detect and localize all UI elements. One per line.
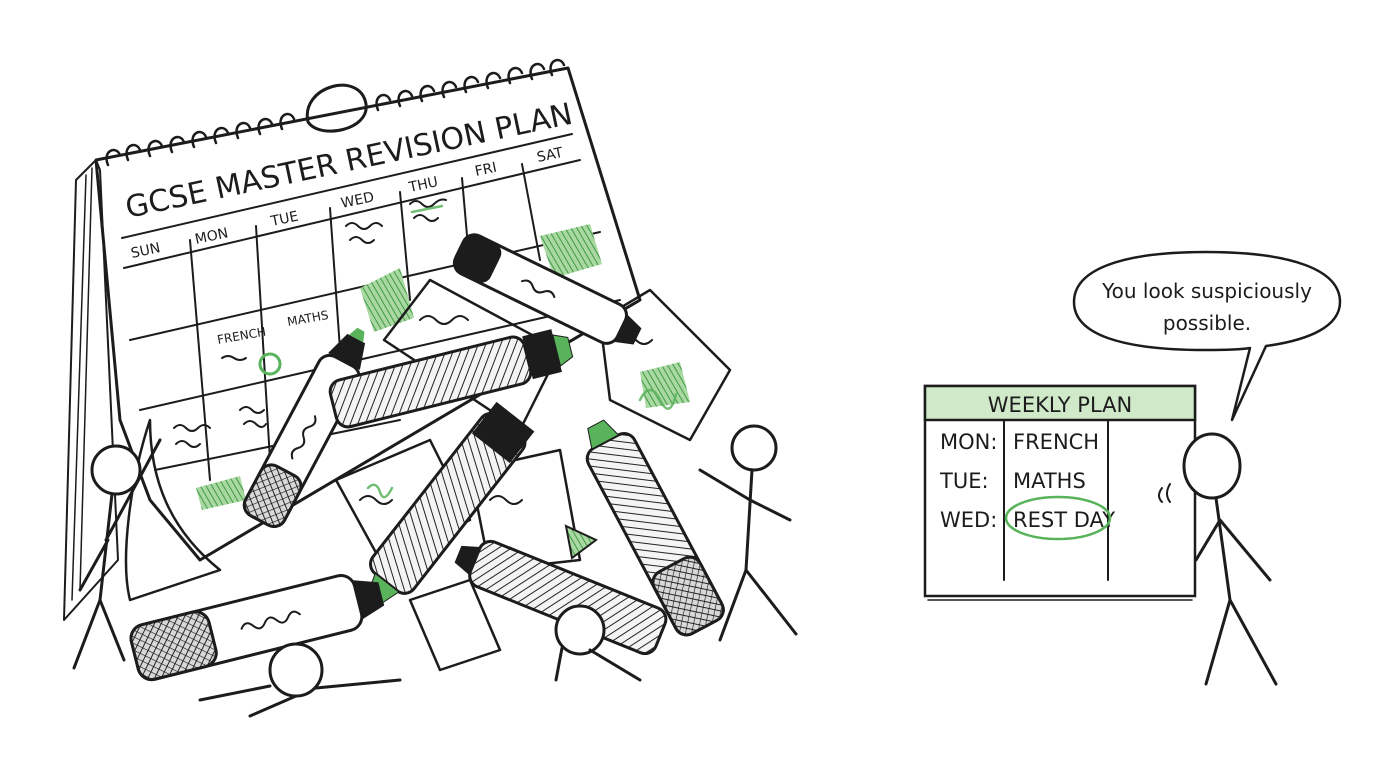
speech-bubble: You look suspiciously possible. (1072, 250, 1342, 422)
row-subject: REST DAY (1013, 508, 1115, 532)
revision-pile (129, 233, 732, 682)
row-subject: FRENCH (1013, 430, 1099, 454)
loose-paper (408, 578, 502, 672)
weekly-plan-title: WEEKLY PLAN (988, 393, 1132, 417)
loose-paper (334, 438, 472, 562)
entry-maths: MATHS (286, 308, 329, 329)
stick-figure (554, 604, 642, 682)
row-day: TUE: (939, 469, 989, 493)
stick-figure-speaker (1158, 432, 1278, 686)
row-day: WED: (940, 508, 997, 532)
speech-line-1: You look suspiciously (1101, 279, 1312, 303)
loose-paper (598, 288, 732, 442)
weekly-plan-row: MON: FRENCH (940, 430, 1099, 454)
hanger-loop (305, 83, 368, 133)
marker (452, 233, 642, 345)
calendar-day-header: SUN MON TUE WED THU FRI SAT (130, 145, 565, 262)
weekly-plan-row: TUE: MATHS (939, 469, 1086, 493)
green-paper-corner (564, 524, 598, 560)
stick-figure (72, 438, 162, 670)
green-highlight-marks (196, 204, 690, 510)
marker (585, 419, 725, 637)
marker (129, 573, 385, 682)
day-label-fri: FRI (474, 160, 499, 180)
marker (328, 329, 574, 429)
green-check-circle (258, 352, 282, 376)
day-label-sat: SAT (536, 145, 565, 166)
calendar-scribbles (173, 198, 447, 448)
weekly-plan-board: WEEKLY PLAN MON: FRENCH TUE: MATHS WED: … (923, 384, 1197, 601)
spiral-binding (105, 58, 566, 167)
weekly-plan-row: WED: REST DAY (940, 508, 1115, 532)
entry-french: FRENCH (216, 325, 267, 347)
day-label-tue: TUE (269, 209, 300, 231)
row-subject: MATHS (1013, 469, 1086, 493)
rest-day-circle (1004, 495, 1112, 541)
day-label-mon: MON (194, 225, 230, 248)
day-label-sun: SUN (130, 240, 162, 262)
day-label-thu: THU (407, 174, 440, 196)
stick-figure (198, 642, 402, 718)
loose-paper (468, 448, 582, 572)
stick-figure (698, 424, 798, 642)
day-label-wed: WED (340, 189, 376, 212)
speech-line-2: possible. (1163, 311, 1251, 335)
row-day: MON: (940, 430, 997, 454)
stick-figures-overwhelmed (72, 424, 798, 718)
